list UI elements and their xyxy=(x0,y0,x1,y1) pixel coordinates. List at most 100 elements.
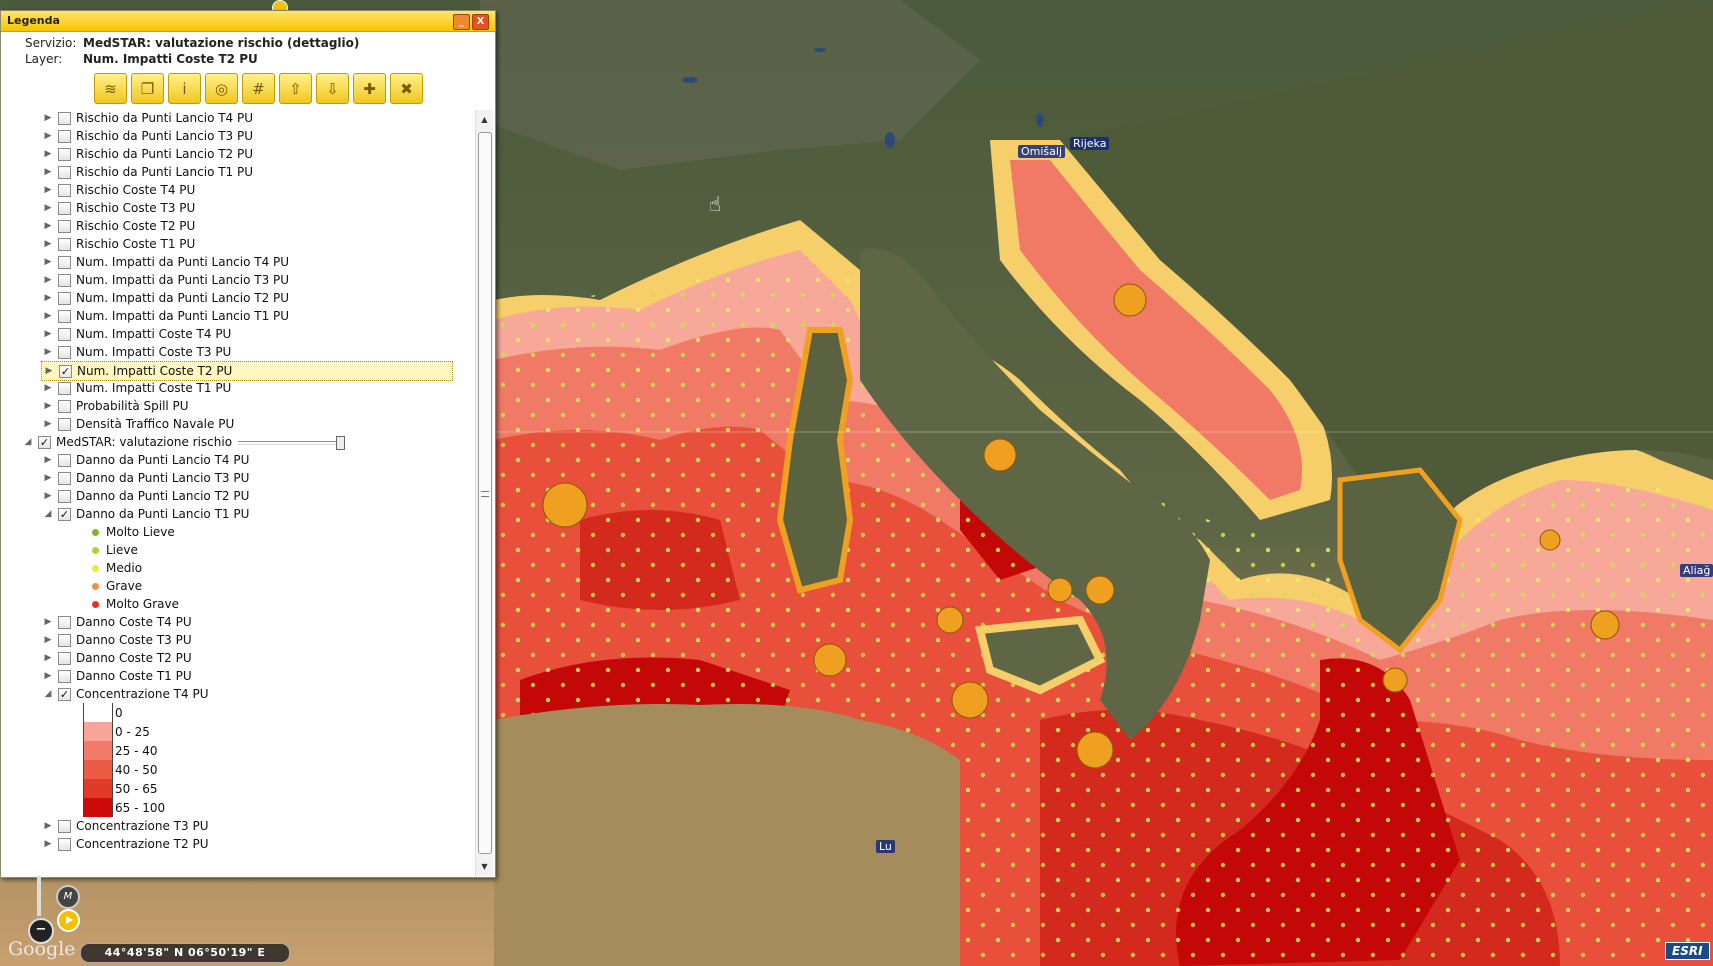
collapsed-arrow-icon[interactable]: ▶ xyxy=(44,257,52,267)
layer-item[interactable]: ▶Danno da Punti Lancio T2 PU xyxy=(41,487,250,505)
layer-item[interactable]: ▶Num. Impatti Coste T4 PU xyxy=(41,325,232,343)
layer-checkbox[interactable]: ✓ xyxy=(38,435,51,449)
minimize-button[interactable]: _ xyxy=(453,14,470,30)
zoom-control[interactable]: − xyxy=(28,876,54,966)
layer-item[interactable]: ▶Rischio Coste T4 PU xyxy=(41,181,196,199)
collapsed-arrow-icon[interactable]: ▶ xyxy=(44,401,52,411)
layer-checkbox[interactable] xyxy=(58,669,71,683)
collapsed-arrow-icon[interactable]: ▶ xyxy=(44,167,52,177)
layer-checkbox[interactable]: ✓ xyxy=(59,364,72,378)
layer-checkbox[interactable] xyxy=(58,147,71,161)
collapsed-arrow-icon[interactable]: ▶ xyxy=(44,239,52,249)
layer-item[interactable]: ▶Danno da Punti Lancio T3 PU xyxy=(41,469,250,487)
legend-titlebar[interactable]: Legenda _ X xyxy=(1,11,495,32)
map-mode-button[interactable]: M xyxy=(56,885,80,909)
collapsed-arrow-icon[interactable]: ▶ xyxy=(44,419,52,429)
layer-checkbox[interactable] xyxy=(58,237,71,251)
layers-button[interactable]: ≋ xyxy=(94,73,127,104)
expanded-arrow-icon[interactable]: ◢ xyxy=(44,689,52,699)
layer-checkbox[interactable] xyxy=(58,489,71,503)
collapsed-arrow-icon[interactable]: ▶ xyxy=(44,203,52,213)
layer-item[interactable]: ▶Num. Impatti da Punti Lancio T1 PU xyxy=(41,307,290,325)
layer-checkbox[interactable] xyxy=(58,345,71,359)
remove-button[interactable]: ✖ xyxy=(390,73,423,104)
layer-checkbox[interactable] xyxy=(58,417,71,431)
layer-item[interactable]: ▶Num. Impatti Coste T1 PU xyxy=(41,379,232,397)
scroll-up-icon[interactable]: ▲ xyxy=(481,115,488,124)
collapsed-arrow-icon[interactable]: ▶ xyxy=(44,617,52,627)
layer-checkbox[interactable] xyxy=(58,273,71,287)
layer-checkbox[interactable] xyxy=(58,129,71,143)
layer-checkbox[interactable] xyxy=(58,471,71,485)
layer-item[interactable]: ▶Rischio da Punti Lancio T3 PU xyxy=(41,127,254,145)
collapsed-arrow-icon[interactable]: ▶ xyxy=(45,366,53,376)
layer-checkbox[interactable] xyxy=(58,399,71,413)
layer-checkbox[interactable] xyxy=(58,819,71,833)
collapsed-arrow-icon[interactable]: ▶ xyxy=(44,329,52,339)
layer-item[interactable]: ▶Rischio da Punti Lancio T1 PU xyxy=(41,163,254,181)
zoom-out-button[interactable]: − xyxy=(28,918,54,944)
collapsed-arrow-icon[interactable]: ▶ xyxy=(44,821,52,831)
layer-item[interactable]: ▶Num. Impatti da Punti Lancio T4 PU xyxy=(41,253,290,271)
layer-item[interactable]: ▶✓Num. Impatti Coste T2 PU xyxy=(41,361,453,381)
layer-checkbox[interactable] xyxy=(58,381,71,395)
collapsed-arrow-icon[interactable]: ▶ xyxy=(44,347,52,357)
layer-item[interactable]: ▶Danno Coste T2 PU xyxy=(41,649,192,667)
layer-item[interactable]: ▶Concentrazione T3 PU xyxy=(41,817,209,835)
layer-checkbox[interactable]: ✓ xyxy=(58,507,71,521)
layer-checkbox[interactable] xyxy=(58,651,71,665)
move-up-button[interactable]: ⇧ xyxy=(279,73,312,104)
info-button[interactable]: i xyxy=(168,73,201,104)
layer-item[interactable]: ▶Num. Impatti da Punti Lancio T2 PU xyxy=(41,289,290,307)
layer-checkbox[interactable] xyxy=(58,837,71,851)
layer-item[interactable]: ▶Danno Coste T4 PU xyxy=(41,613,192,631)
layer-checkbox[interactable] xyxy=(58,633,71,647)
collapsed-arrow-icon[interactable]: ▶ xyxy=(44,671,52,681)
page-edit-button[interactable]: ❐ xyxy=(131,73,164,104)
layer-checkbox[interactable] xyxy=(58,183,71,197)
collapsed-arrow-icon[interactable]: ▶ xyxy=(44,491,52,501)
collapsed-arrow-icon[interactable]: ▶ xyxy=(44,455,52,465)
zoom-slider-track[interactable] xyxy=(37,876,41,916)
collapsed-arrow-icon[interactable]: ▶ xyxy=(44,473,52,483)
layer-tree-scrollbar[interactable]: ▲ ▼ xyxy=(475,110,493,876)
legend-panel[interactable]: Legenda _ X Servizio:MedSTAR: valutazion… xyxy=(0,10,496,878)
collapsed-arrow-icon[interactable]: ▶ xyxy=(44,653,52,663)
layer-item[interactable]: ◢✓Concentrazione T4 PU xyxy=(41,685,209,703)
slider-thumb[interactable] xyxy=(336,436,346,450)
layer-checkbox[interactable] xyxy=(58,111,71,125)
layer-item[interactable]: ▶Rischio Coste T1 PU xyxy=(41,235,196,253)
layer-item[interactable]: ▶Num. Impatti Coste T3 PU xyxy=(41,343,232,361)
layer-checkbox[interactable] xyxy=(58,201,71,215)
layer-checkbox[interactable] xyxy=(58,255,71,269)
play-button[interactable] xyxy=(57,909,80,932)
layer-item[interactable]: ▶Danno Coste T1 PU xyxy=(41,667,192,685)
layer-item[interactable]: ▶Num. Impatti da Punti Lancio T3 PU xyxy=(41,271,290,289)
layer-item[interactable]: ▶Danno Coste T3 PU xyxy=(41,631,192,649)
layer-item[interactable]: ▶Densità Traffico Navale PU xyxy=(41,415,235,433)
scroll-thumb[interactable] xyxy=(478,132,492,854)
close-button[interactable]: X xyxy=(472,14,489,30)
layer-checkbox[interactable] xyxy=(58,219,71,233)
collapsed-arrow-icon[interactable]: ▶ xyxy=(44,311,52,321)
collapsed-arrow-icon[interactable]: ▶ xyxy=(44,839,52,849)
layer-checkbox[interactable] xyxy=(58,309,71,323)
collapsed-arrow-icon[interactable]: ▶ xyxy=(44,131,52,141)
layer-checkbox[interactable] xyxy=(58,453,71,467)
layer-item[interactable]: ◢✓MedSTAR: valutazione rischio xyxy=(21,433,346,451)
globe-button[interactable]: ◎ xyxy=(205,73,238,104)
collapsed-arrow-icon[interactable]: ▶ xyxy=(44,185,52,195)
collapsed-arrow-icon[interactable]: ▶ xyxy=(44,275,52,285)
grid-button[interactable]: # xyxy=(242,73,275,104)
layer-tree[interactable]: ▶Rischio da Punti Lancio T4 PU▶Rischio d… xyxy=(13,109,475,875)
layer-checkbox[interactable] xyxy=(58,165,71,179)
layer-item[interactable]: ▶Rischio Coste T2 PU xyxy=(41,217,196,235)
layer-checkbox[interactable] xyxy=(58,615,71,629)
collapsed-arrow-icon[interactable]: ▶ xyxy=(44,383,52,393)
collapsed-arrow-icon[interactable]: ▶ xyxy=(44,293,52,303)
layer-item[interactable]: ▶Danno da Punti Lancio T4 PU xyxy=(41,451,250,469)
add-button[interactable]: ✚ xyxy=(353,73,386,104)
collapsed-arrow-icon[interactable]: ▶ xyxy=(44,635,52,645)
collapsed-arrow-icon[interactable]: ▶ xyxy=(44,149,52,159)
